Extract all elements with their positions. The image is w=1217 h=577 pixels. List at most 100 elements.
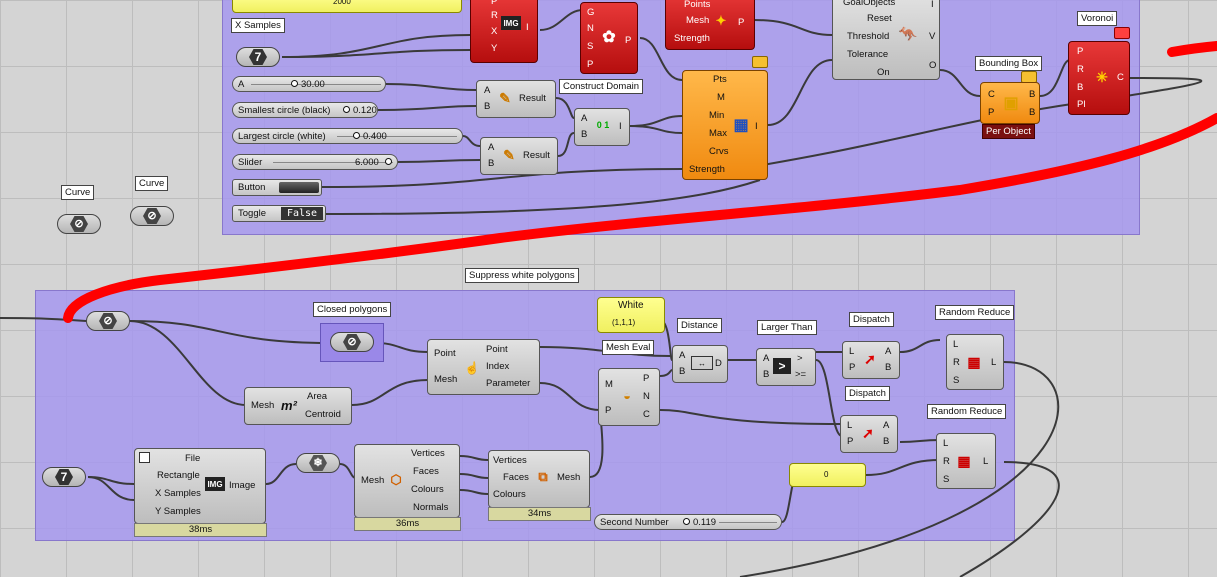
port-rectangle: Rectangle [157,470,200,481]
port-b: B [581,129,588,140]
distance-icon: ↔ [691,356,713,370]
slider-largest-track[interactable] [337,136,457,137]
curve-param-1[interactable]: ⊘ [57,214,101,234]
slider-smallest-knob[interactable] [343,106,350,113]
top-value-panel[interactable]: 2000 [232,0,462,13]
slider-generic-knob[interactable] [385,158,392,165]
slider-second-number[interactable]: Second Number 0.119 [594,514,782,530]
voronoi-warning-flag [1114,27,1130,39]
port-l-out: L [991,357,997,368]
deconstruct-timer: 36ms [354,517,461,531]
slider-generic-track[interactable] [273,162,393,163]
points-mesh-icon: ✦ [715,13,727,28]
slider-largest-knob[interactable] [353,132,360,139]
curve-param-input[interactable]: ⊘ [86,311,130,331]
construct-domain-node[interactable]: A B 0 1 I [574,108,630,146]
dispatch-node-1[interactable]: L P ➚ A B [842,341,900,379]
toggle-node[interactable]: Toggle False [232,205,326,222]
random-reduce-label-1: Random Reduce [935,305,1015,320]
construct-timer: 34ms [488,507,591,521]
slider-a-track[interactable] [251,84,381,85]
slider-a-knob[interactable] [291,80,298,87]
mesh-eval-node[interactable]: M P ◒ P N C [598,368,660,426]
mesh-closest-point-node[interactable]: Point Mesh ☝ Point Index Parameter [427,339,540,395]
random-reduce-node-2[interactable]: L R S ▦ L [936,433,996,489]
image-sampler-file-node[interactable]: File Rectangle X Samples Y Samples IMG I… [134,448,266,524]
port-image: Image [229,480,256,491]
white-panel[interactable]: White (1,1,1) [597,297,665,333]
port-mesh: Mesh [686,15,710,26]
mesh-eval-icon: ◒ [623,387,631,403]
x-samples-label: X Samples [231,18,285,33]
port-on: On [877,67,890,78]
suppress-white-polygons-label: Suppress white polygons [465,268,579,283]
voronoi-node[interactable]: P R B Pl ✳ C [1068,41,1130,115]
slider-smallest-name: Smallest circle (black) [238,105,331,116]
expression-node-1[interactable]: A B ✎ Result [476,80,556,118]
button-face[interactable] [279,182,319,193]
port-p: P [988,107,995,118]
port-p: P [847,436,854,447]
distance-node[interactable]: A B ↔ D [672,345,728,383]
expression-node-2[interactable]: A B ✎ Result [480,137,558,175]
construct-mesh-node[interactable]: Vertices Faces Colours ⧉ Mesh [488,450,590,508]
dispatch-icon: ➚ [862,424,874,441]
image-sampler-node[interactable]: P R X Y IMG I [470,0,538,63]
integer-param-x-samples[interactable]: 7 [236,47,280,67]
greater-than-icon: > [773,358,791,374]
image-sampler-orange-node[interactable]: Pts M Min Max Crvs Strength ▦ I [682,70,768,180]
slider-second-knob[interactable] [683,518,690,525]
kangaroo-solver-node[interactable]: GoalObjects Reset Threshold Tolerance On… [832,0,940,80]
slider-largest-circle[interactable]: Largest circle (white) 0.400 [232,128,463,144]
slider-second-name: Second Number [600,517,669,528]
random-reduce-icon: ▦ [957,452,971,469]
bounding-box-node[interactable]: C P ▣ B B [980,82,1040,124]
port-area: Area [307,391,328,402]
slider-smallest-value: 0.120 [353,105,377,116]
port-l: L [953,339,959,350]
toggle-label: Toggle [238,208,266,219]
settings-icon[interactable] [139,452,150,463]
port-b-out: B [1029,107,1036,118]
port-p: P [1077,46,1084,57]
deconstruct-mesh-node[interactable]: Mesh ⬡ Vertices Faces Colours Normals [354,444,460,518]
button-label: Button [238,182,266,193]
closed-polygons-param[interactable]: ⊘ [330,332,374,352]
points-on-mesh-node[interactable]: Points Mesh Strength ✦ P [665,0,755,50]
port-points: Points [684,0,711,10]
integer-param-samples[interactable]: 7 [42,467,86,487]
random-reduce-label-2: Random Reduce [927,404,1007,419]
slider-second-track[interactable] [719,522,777,523]
port-p: P [491,0,498,7]
port-i: I [526,22,529,33]
mesh-param[interactable]: ❄ [296,453,340,473]
port-a: A [488,142,495,153]
curve-icon: ⊘ [143,208,161,224]
port-faces: Faces [413,466,439,477]
port-v: V [929,31,936,42]
slider-generic[interactable]: Slider 6.000 [232,154,398,170]
img-icon: IMG [501,16,521,30]
dispatch-node-2[interactable]: L P ➚ A B [840,415,898,453]
mesh-from-points-node[interactable]: G N S P ✿ P [580,2,638,74]
slider-largest-name: Largest circle (white) [238,131,326,142]
port-c: C [988,89,995,100]
port-mesh: Mesh [251,400,275,411]
port-s: S [943,474,950,485]
port-tolerance: Tolerance [847,49,889,60]
button-node[interactable]: Button [232,179,322,196]
toggle-value[interactable]: False [281,207,323,220]
random-reduce-node-1[interactable]: L R S ▦ L [946,334,1004,390]
area-node[interactable]: Mesh m² Area Centroid [244,387,352,425]
random-reduce-icon: ▦ [967,353,981,370]
slider-smallest-circle[interactable]: Smallest circle (black) 0.120 [232,102,378,118]
zero-panel[interactable]: 0 [789,463,866,487]
larger-than-node[interactable]: A B > > >= [756,348,816,386]
curve-param-2[interactable]: ⊘ [130,206,174,226]
slider-a[interactable]: A 30.00 [232,76,386,92]
slider-generic-name: Slider [238,157,263,168]
port-g: G [587,7,595,18]
port-p: P [849,362,856,373]
